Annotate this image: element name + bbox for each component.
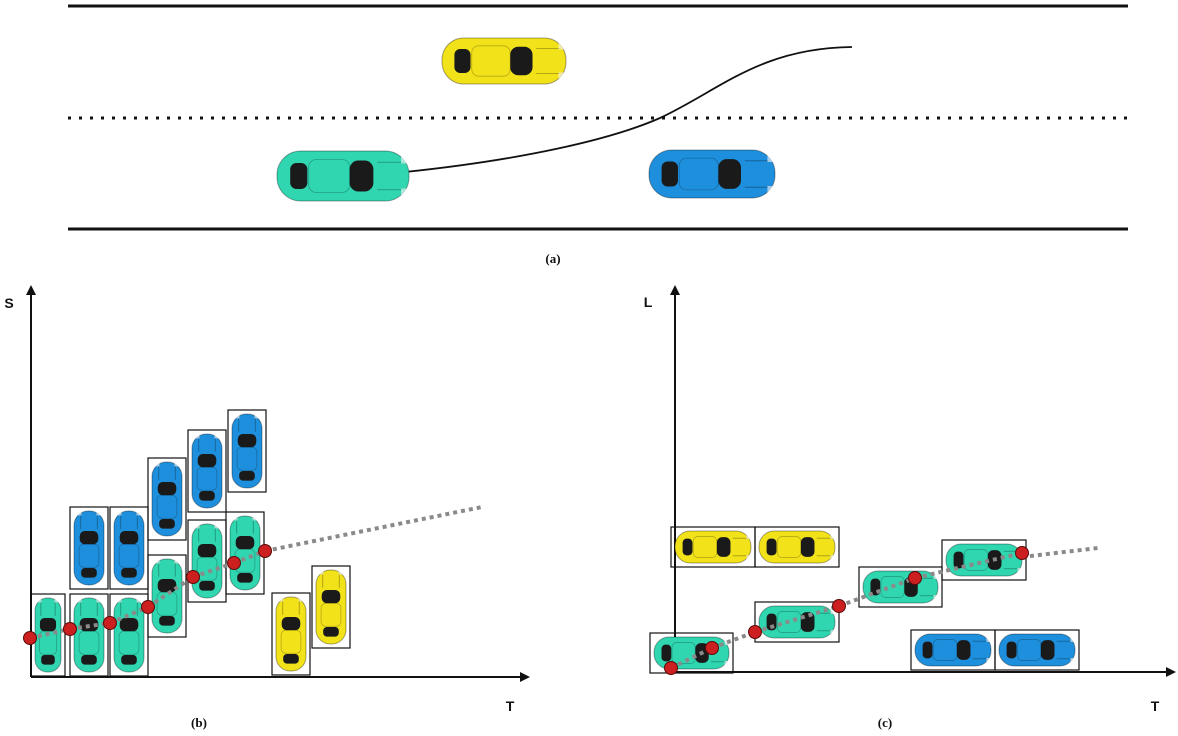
lt-lead-car-7 — [910, 629, 996, 671]
lt-ego-car-4-box — [754, 601, 840, 643]
st-ego-car-2-car — [73, 597, 105, 673]
st-waypoint-1 — [23, 631, 37, 645]
st-lead-car-11 — [227, 409, 267, 493]
road-scene — [68, 4, 1128, 231]
st-other-car-13 — [311, 565, 351, 649]
st-lead-car-7 — [69, 506, 109, 590]
lt-ego-car-3-box — [649, 632, 734, 674]
lt-ego-car-3 — [649, 632, 734, 674]
st-waypoint-3 — [103, 616, 117, 630]
st-car-boxes — [30, 409, 351, 677]
st-trajectory-segment-4 — [146, 575, 195, 609]
road-cars — [276, 37, 776, 202]
lt-waypoint-3 — [748, 625, 762, 639]
lt-ego-car-5-box — [858, 566, 943, 608]
st-lead-car-8 — [109, 506, 149, 590]
lt-other-car-2-car — [758, 530, 836, 564]
st-ego-car-4-car — [151, 558, 183, 634]
lt-lead-car-8-box — [994, 629, 1080, 671]
lt-graph: L T — [644, 285, 1176, 714]
ego-car — [276, 150, 410, 202]
st-ego-car-3 — [109, 593, 149, 677]
st-ego-car-3-car — [113, 597, 145, 673]
caption-a: (a) — [545, 251, 560, 266]
st-lead-car-11-car — [231, 413, 263, 489]
st-lead-car-7-box — [69, 506, 109, 590]
st-lead-car-10-car — [191, 433, 223, 509]
st-ego-car-4-box — [147, 554, 187, 638]
lt-other-car-1-car — [674, 530, 752, 564]
lt-lead-car-7-car — [914, 633, 992, 667]
lt-trajectory-extension — [1021, 546, 1099, 559]
lt-waypoint-4 — [832, 599, 846, 613]
st-x-axis-label: T — [506, 698, 515, 714]
yellow-car — [441, 37, 567, 85]
st-lead-car-9-car — [151, 461, 183, 537]
lt-x-axis-label: T — [1151, 698, 1160, 714]
lt-other-car-2 — [754, 526, 840, 568]
st-trajectory-extension — [264, 505, 483, 553]
st-y-axis-label: S — [4, 295, 13, 311]
st-lead-car-7-car — [73, 510, 105, 586]
lane-change-trajectory — [404, 46, 853, 173]
lt-ego-car-6-box — [941, 539, 1027, 581]
lt-waypoint-1 — [664, 661, 678, 675]
st-ego-car-5 — [187, 519, 227, 603]
lt-ego-car-5 — [858, 566, 943, 608]
st-ego-car-2 — [69, 593, 109, 677]
st-waypoint-5 — [186, 570, 200, 584]
lt-waypoint-2 — [705, 641, 719, 655]
st-other-car-13-box — [311, 565, 351, 649]
lt-lead-car-8 — [994, 629, 1080, 671]
st-lead-car-9 — [147, 457, 187, 541]
lt-waypoint-6 — [1015, 546, 1029, 560]
st-lead-car-8-box — [109, 506, 149, 590]
st-other-car-13-car — [315, 569, 347, 645]
lt-waypoint-5 — [908, 571, 922, 585]
caption-b: (b) — [191, 715, 207, 730]
blue-car — [648, 149, 776, 199]
lt-other-car-2-box — [754, 526, 840, 568]
st-ego-car-5-car — [191, 523, 223, 599]
st-lead-car-10-box — [187, 429, 227, 513]
lt-other-car-1 — [670, 526, 756, 568]
lt-lead-car-8-car — [998, 633, 1076, 667]
st-ego-car-4 — [147, 554, 187, 638]
lt-trajectory-segment-4 — [838, 576, 916, 608]
st-waypoint-4 — [141, 600, 155, 614]
lt-trajectory-segment-5 — [914, 551, 1023, 580]
lt-ego-car-6 — [941, 539, 1027, 581]
st-other-car-12-car — [275, 596, 307, 672]
lt-trajectory-segment-3 — [754, 604, 840, 634]
st-trajectory — [23, 544, 272, 645]
lt-ego-car-6-car — [945, 543, 1023, 577]
st-other-car-12-box — [271, 592, 311, 676]
caption-c: (c) — [878, 715, 892, 730]
st-waypoint-7 — [258, 544, 272, 558]
st-lead-car-11-box — [227, 409, 267, 493]
st-lead-car-9-box — [147, 457, 187, 541]
lt-car-boxes — [649, 526, 1080, 674]
lt-ego-car-4-car — [758, 605, 836, 639]
st-waypoint-2 — [63, 622, 77, 636]
st-lead-car-8-car — [113, 510, 145, 586]
st-waypoint-6 — [227, 556, 241, 570]
st-other-car-12 — [271, 592, 311, 676]
lt-y-axis-label: L — [644, 294, 653, 310]
lt-trajectory — [664, 546, 1029, 675]
st-ego-car-6-car — [229, 515, 261, 591]
st-lead-car-10 — [187, 429, 227, 513]
